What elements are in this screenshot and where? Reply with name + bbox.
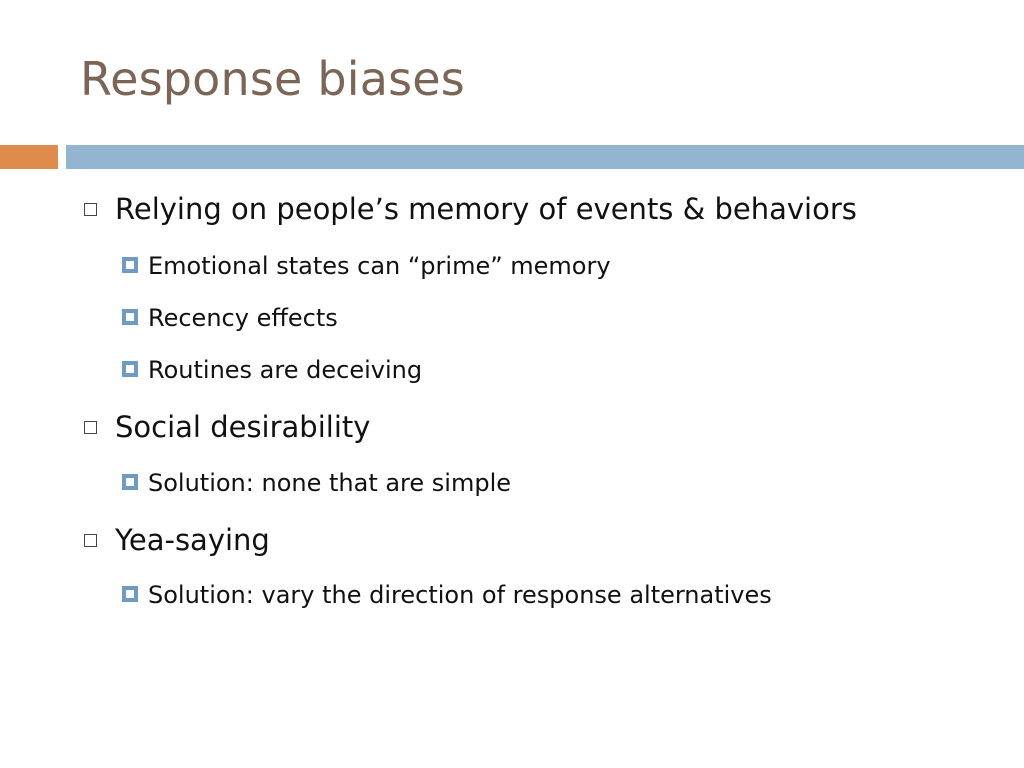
filled-square-icon <box>122 257 138 273</box>
sub-bullet-routines: Routines are deceiving <box>122 356 422 384</box>
bullet-label: Relying on people’s memory of events & b… <box>115 192 857 226</box>
sub-bullet-label: Emotional states can “prime” memory <box>148 252 611 280</box>
hollow-square-icon <box>84 421 97 434</box>
filled-square-icon <box>122 361 138 377</box>
sub-bullet-label: Recency effects <box>148 304 338 332</box>
sub-bullet-solution-vary: Solution: vary the direction of response… <box>122 581 772 609</box>
sub-bullet-emotional-states: Emotional states can “prime” memory <box>122 252 611 280</box>
sub-bullet-label: Routines are deceiving <box>148 356 423 384</box>
hollow-square-icon <box>84 534 97 547</box>
bullet-social-desirability: Social desirability <box>84 410 370 444</box>
sub-bullet-recency: Recency effects <box>122 304 338 332</box>
hollow-square-icon <box>84 203 97 216</box>
filled-square-icon <box>122 586 138 602</box>
sub-bullet-solution-none: Solution: none that are simple <box>122 469 511 497</box>
bullet-label: Yea-saying <box>115 523 270 557</box>
sub-bullet-label: Solution: vary the direction of response… <box>148 581 772 609</box>
filled-square-icon <box>122 474 138 490</box>
accent-bar-blue <box>66 145 1024 169</box>
slide-title: Response biases <box>80 52 465 106</box>
filled-square-icon <box>122 309 138 325</box>
bullet-label: Social desirability <box>115 410 371 444</box>
bullet-yea-saying: Yea-saying <box>84 523 270 557</box>
accent-bar-orange <box>0 145 58 169</box>
sub-bullet-label: Solution: none that are simple <box>148 469 512 497</box>
bullet-memory: Relying on people’s memory of events & b… <box>84 192 857 226</box>
